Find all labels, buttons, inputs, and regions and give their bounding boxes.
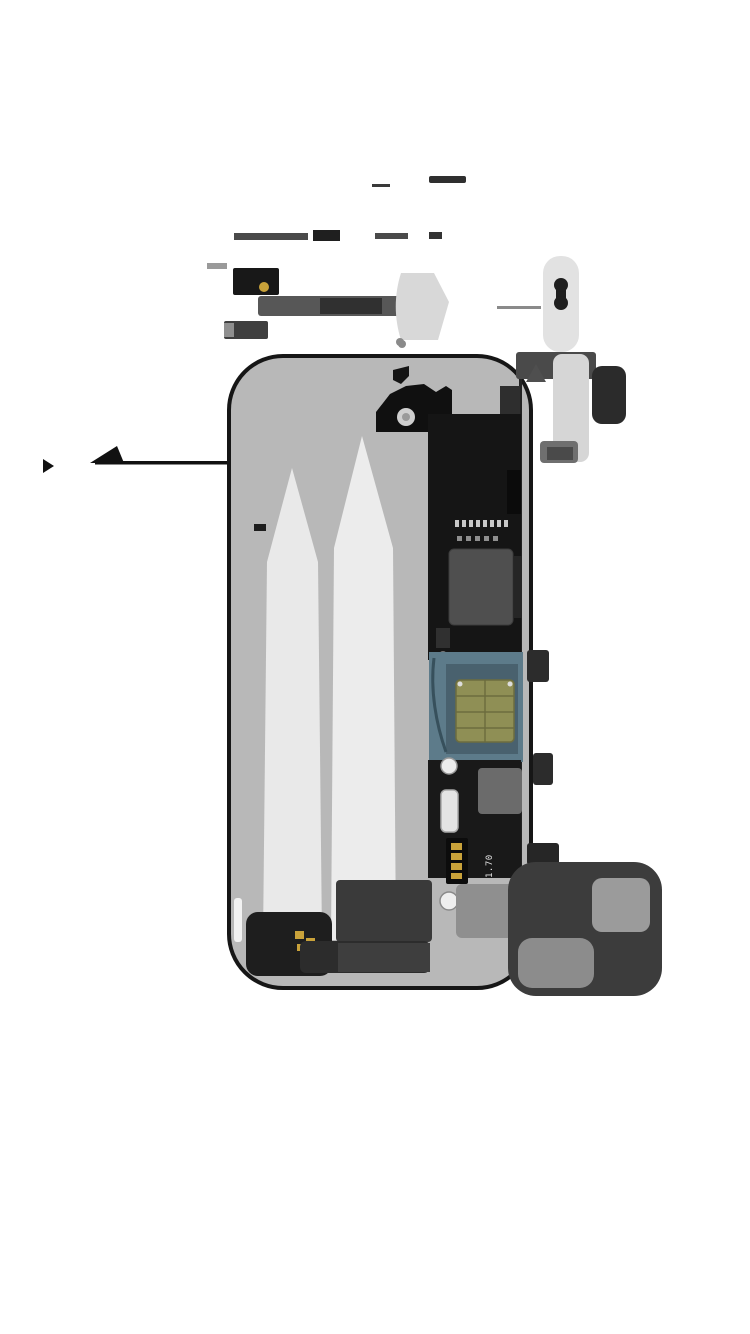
adhesive-strip-right (331, 436, 396, 940)
front-camera-lens (402, 413, 410, 421)
bottom-assembly (246, 843, 662, 996)
solder-pad (504, 520, 508, 527)
home-flex-dot-a (554, 278, 568, 292)
solder-pad (497, 520, 501, 527)
solder-pad (476, 520, 480, 527)
solder-pad-row-a (455, 520, 508, 527)
board-edge-chip (500, 386, 520, 416)
callout-arrowhead (43, 459, 54, 473)
screw-b (497, 306, 541, 309)
taptic-module (336, 880, 432, 942)
battery-contact (451, 843, 462, 850)
camera-bracket-end (224, 323, 234, 337)
solder-pad (475, 536, 480, 541)
sim-tray-pin (507, 681, 513, 687)
antenna-plate (456, 884, 516, 938)
solder-pad (462, 520, 466, 527)
solder-pad (490, 520, 494, 527)
solder-pad (469, 520, 473, 527)
bracket-tab (526, 364, 546, 382)
camera-bracket (224, 321, 268, 339)
home-flex-dot-b (554, 296, 568, 310)
sim-tray-grid (456, 680, 514, 742)
small-component (254, 524, 266, 531)
sensor-cable (553, 354, 589, 462)
frame-bracket-a (527, 650, 549, 682)
adhesive-strip-left (263, 468, 322, 940)
solder-pad (483, 520, 487, 527)
flex-connector-a (313, 230, 340, 241)
battery-contact (451, 853, 462, 860)
spring-contact (207, 263, 227, 269)
board-top-notch (393, 366, 409, 384)
bottom-bar-inner (338, 943, 430, 972)
sensor-connector-inner (547, 447, 573, 460)
home-flex-link (556, 286, 566, 302)
side-component (514, 556, 522, 618)
solder-pad (455, 520, 459, 527)
flex-ribbon-b (375, 233, 408, 239)
solder-pad (484, 536, 489, 541)
solder-pad (466, 536, 471, 541)
sim-tray-pin (457, 681, 463, 687)
screw-boss-b (439, 891, 459, 911)
battery-contact (451, 873, 462, 879)
solder-pad-row-b (457, 536, 498, 541)
solder-pad (493, 536, 498, 541)
sim-flex-trace (431, 657, 448, 753)
battery-contacts (451, 843, 462, 879)
frame-bracket-b (533, 753, 553, 785)
shield-plate (478, 768, 522, 814)
metal-bracket (395, 273, 449, 340)
speaker-bracket (527, 843, 559, 865)
sensor-module (233, 268, 279, 295)
screw-boss-a (440, 757, 458, 775)
flex-connector-b (429, 232, 442, 239)
small-ic (436, 628, 450, 648)
loudspeaker-grille (592, 878, 650, 932)
battery-contact (451, 863, 462, 870)
side-parts (516, 352, 626, 463)
screw-d (396, 338, 404, 346)
flex-ribbon-a (234, 233, 308, 240)
logic-board: 1.70 (376, 338, 553, 938)
soc-chip (448, 548, 514, 626)
callout (43, 446, 253, 473)
screw-top (372, 184, 390, 187)
loudspeaker-foot (518, 938, 594, 988)
bracket-small (429, 176, 466, 183)
callout-flag (90, 446, 124, 463)
solder-pad (457, 536, 462, 541)
board-marking: 1.70 (485, 854, 495, 878)
interconnect-cable-shield (320, 298, 382, 314)
contact-dot (259, 282, 269, 292)
connector-socket (440, 789, 459, 833)
edge-shield (507, 470, 521, 514)
gold-contact (295, 931, 304, 939)
front-camera-module (592, 366, 626, 424)
edge-highlight (234, 898, 242, 942)
callout-line (95, 461, 253, 465)
top-loose-parts (207, 176, 579, 352)
